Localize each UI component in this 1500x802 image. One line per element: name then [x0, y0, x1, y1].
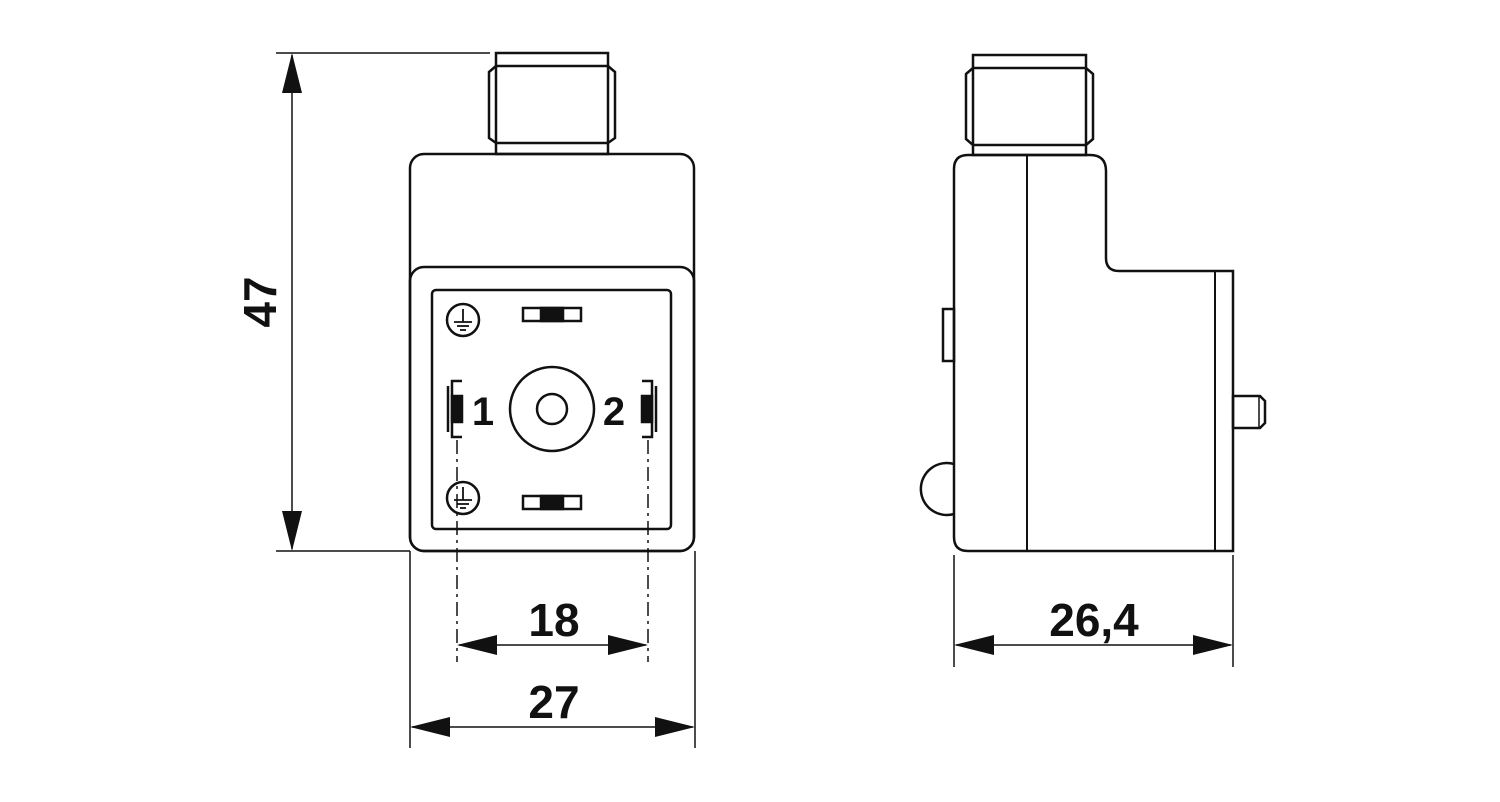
- height-dimension-label: 47: [234, 276, 286, 327]
- contact-bottom: [521, 494, 583, 511]
- side-screw: [1231, 394, 1267, 430]
- front-face-plate: [408, 265, 696, 553]
- front-view: [408, 51, 696, 662]
- side-latch: [919, 461, 955, 517]
- side-view: [919, 53, 1267, 553]
- front-width-dimension-label: 27: [528, 676, 579, 728]
- front-inner-plate: [430, 288, 673, 531]
- front-housing: [408, 152, 696, 553]
- center-inner-hole: [535, 392, 569, 426]
- front-dimensions: [276, 52, 696, 748]
- side-cable-gland: [964, 53, 1095, 157]
- side-depth-dimension-label: 26,4: [1049, 594, 1139, 646]
- contact-pin2: [640, 379, 658, 439]
- center-outer-ring: [508, 365, 596, 453]
- side-tab: [941, 307, 956, 363]
- ground-icon: [445, 302, 481, 338]
- pin2-label: 2: [603, 390, 625, 434]
- side-housing: [952, 153, 1235, 553]
- contact-pin1: [446, 379, 464, 439]
- ground-icon: [445, 480, 481, 516]
- pin-spacing-dimension-label: 18: [528, 594, 579, 646]
- front-cable-gland: [487, 51, 617, 156]
- side-dimensions: [953, 555, 1234, 667]
- pin1-label: 1: [472, 390, 494, 434]
- contact-top: [521, 306, 583, 323]
